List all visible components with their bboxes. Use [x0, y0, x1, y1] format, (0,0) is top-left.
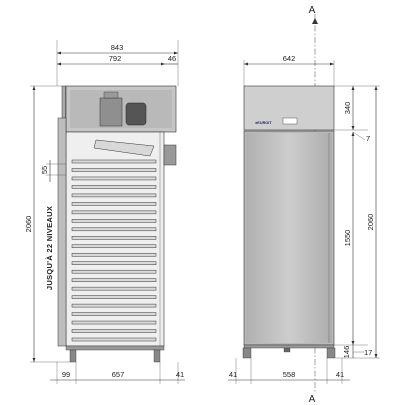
front-leg-height: 146	[342, 346, 351, 359]
tray-level	[71, 329, 157, 333]
tray-level	[71, 236, 157, 240]
tray-level	[71, 312, 157, 316]
tray-level	[71, 168, 157, 172]
brand-label: ●EUROIT	[255, 121, 272, 125]
front-door-height: 1550	[343, 230, 352, 247]
door-edge	[57, 117, 67, 347]
leg-left	[69, 349, 77, 363]
leg-right	[153, 349, 161, 363]
tray-level	[71, 244, 157, 249]
levels-note: JUSQU'À 22 NIVEAUX	[45, 206, 54, 290]
tray-level	[71, 269, 157, 274]
tray-level	[71, 202, 157, 206]
front-leg-left	[242, 347, 252, 359]
tray-levels	[71, 159, 157, 342]
control-panel	[282, 117, 298, 125]
side-bottom-mid: 657	[112, 370, 125, 379]
side-rear-offset: 46	[168, 54, 176, 63]
tray-level	[71, 303, 157, 308]
front-width: 642	[283, 54, 296, 63]
tray-pitch: 55	[40, 166, 49, 174]
motor-icon	[125, 102, 147, 126]
side-view: 843 792 46 2060	[24, 40, 185, 384]
front-leg-right	[326, 347, 336, 359]
front-bottom-mid: 558	[283, 370, 296, 379]
side-body-width: 792	[109, 54, 122, 63]
section-mark-top: A	[309, 5, 316, 16]
tray-level	[71, 227, 157, 232]
side-overall-width: 843	[111, 43, 124, 52]
side-bottom-left: 99	[62, 370, 70, 379]
tray-level	[71, 295, 157, 299]
tray-level	[71, 176, 157, 181]
tray-level	[71, 193, 157, 198]
tray-level	[71, 320, 157, 325]
tray-level	[71, 278, 157, 282]
side-overall-height: 2060	[24, 216, 33, 233]
front-bottom-left: 41	[229, 370, 237, 379]
front-gap: 7	[366, 134, 370, 143]
tray-level	[71, 210, 157, 215]
tray-level	[71, 261, 157, 265]
compressor-icon	[99, 97, 123, 127]
tray-level	[71, 219, 157, 223]
front-leg-gap: 17	[364, 348, 372, 357]
tray-level	[71, 159, 157, 164]
tray-level	[71, 286, 157, 291]
tray-level	[71, 185, 157, 189]
side-bottom-right: 41	[176, 370, 184, 379]
section-mark-bottom: A	[309, 394, 316, 405]
front-overall-height: 2060	[366, 214, 375, 231]
door-handle	[163, 144, 177, 166]
front-top-height: 340	[343, 102, 352, 115]
front-view: A A 642 ●EUROIT 340 7 1550	[228, 5, 380, 405]
tray-level	[71, 252, 157, 257]
front-bottom-right: 41	[336, 370, 344, 379]
tray-level	[71, 337, 157, 342]
